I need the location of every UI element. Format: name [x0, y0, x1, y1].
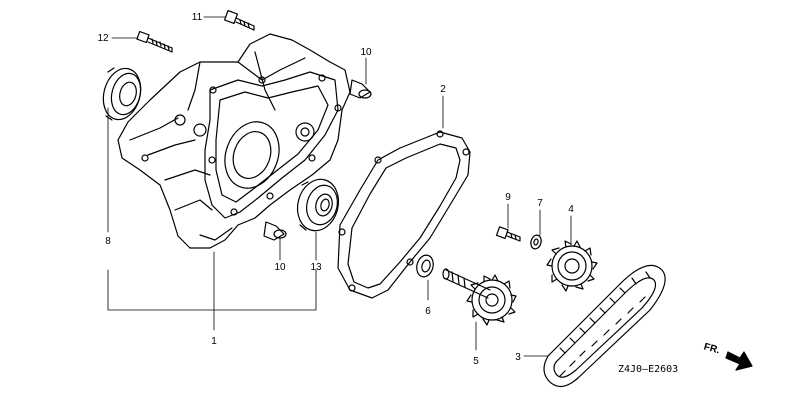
bolt-11	[223, 9, 255, 31]
callout-12: 12	[97, 33, 109, 44]
callout-10-upper: 10	[360, 47, 372, 58]
washer-6	[416, 254, 434, 278]
callout-10-lower: 10	[274, 262, 286, 273]
callout-5: 5	[473, 356, 479, 367]
bolt-12	[136, 30, 173, 53]
callout-9: 9	[505, 192, 511, 203]
callout-6: 6	[425, 306, 431, 317]
callout-2: 2	[440, 84, 446, 95]
front-direction-arrow-icon	[725, 351, 753, 371]
callout-8: 8	[105, 236, 111, 247]
leader-lines	[107, 16, 572, 357]
driven-sprocket	[546, 240, 598, 292]
drive-shaft-sprocket	[442, 268, 517, 326]
callout-11: 11	[192, 12, 203, 23]
callout-1: 1	[211, 336, 217, 347]
crankcase-cover	[117, 33, 351, 249]
front-label: FR.	[703, 342, 722, 357]
callout-7: 7	[537, 198, 543, 209]
callout-4: 4	[568, 204, 574, 215]
washer-7	[530, 234, 542, 250]
gasket	[337, 130, 471, 299]
drive-chain	[543, 264, 666, 388]
drawing-code: Z4J0–E2603	[618, 364, 678, 375]
callout-13: 13	[310, 262, 322, 273]
callout-3: 3	[515, 352, 521, 363]
ball-bearing	[296, 178, 340, 232]
bolt-9	[495, 226, 521, 242]
dowel-pin-lower	[263, 221, 287, 241]
dowel-pin-upper	[349, 79, 372, 99]
oil-seal	[102, 67, 142, 121]
